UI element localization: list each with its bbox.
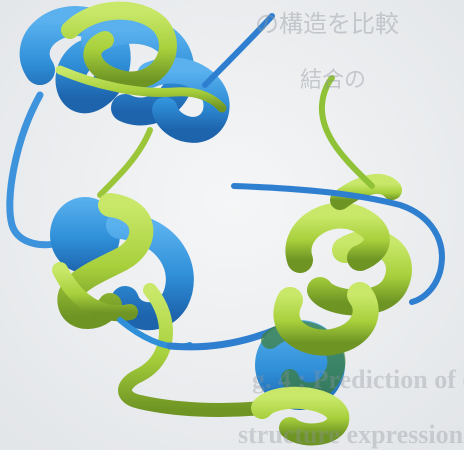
bleed-text: の構造を比較	[255, 4, 399, 39]
bleed-caption-text: structure expression of the	[238, 420, 464, 450]
bleed-caption-text: g. 4 : Prediction of (cyan) a	[252, 365, 464, 395]
bleed-text: 結合の	[300, 62, 366, 94]
